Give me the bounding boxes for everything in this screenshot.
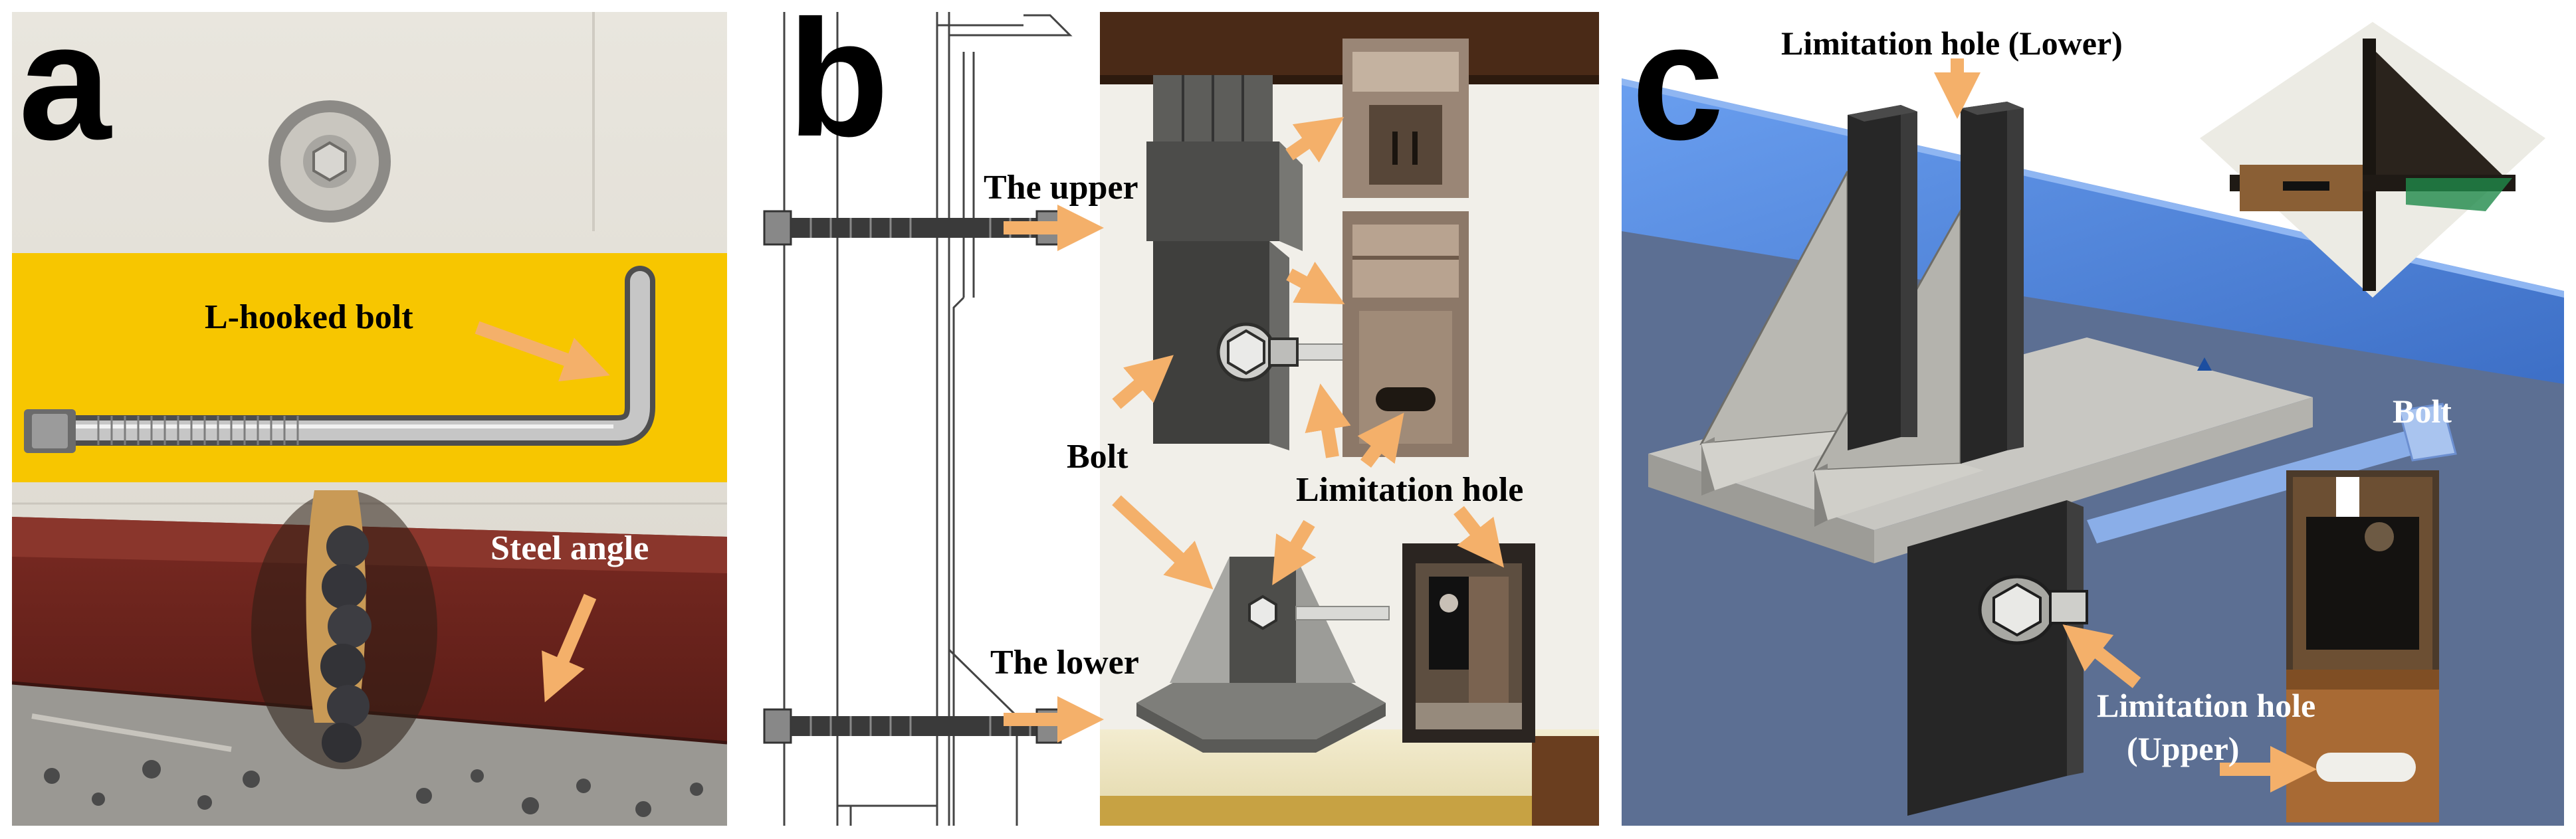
label-bolt: Bolt <box>1067 438 1128 476</box>
upper-bracket-3d <box>1146 75 1393 450</box>
panel-a: a L-hooked bolt Steel angle <box>12 12 727 826</box>
bolt-head-3d <box>1978 575 2088 645</box>
lower-photo-inset <box>1402 543 1535 743</box>
panel-letter-c: c <box>1632 12 1725 174</box>
lower-bracket-3d <box>1136 557 1390 753</box>
highlight-band <box>12 253 727 482</box>
label-limitation-hole: Limitation hole <box>1296 471 1524 509</box>
upper-bolt-3d <box>1216 322 1299 382</box>
panel-b-diagram <box>763 12 1599 826</box>
weld-bead <box>251 490 437 769</box>
label-steel-angle: Steel angle <box>490 529 649 567</box>
label-the-lower: The lower <box>990 644 1139 682</box>
label-limitation-hole-lower: Limitation hole (Lower) <box>1781 25 2123 62</box>
panel-c: c Limitation hole (Lower) Bolt Limitatio… <box>1622 12 2564 826</box>
upper-photo-insets <box>1342 39 1469 457</box>
label-the-upper: The upper <box>984 169 1138 207</box>
l-hooked-bolt <box>24 266 655 453</box>
blue-bolt-rod <box>2087 403 2457 543</box>
panel-c-model <box>1622 12 2564 826</box>
photo-inset-bottom <box>2286 470 2439 822</box>
panel-b-arrows <box>1004 117 1504 743</box>
label-bolt-c: Bolt <box>2393 393 2452 430</box>
panel-letter-b: b <box>788 12 889 171</box>
anchor-washer <box>268 100 391 223</box>
panel-c-arrows <box>1934 58 2317 792</box>
panel-b: b The upper The lower Bolt Limitation ho… <box>738 12 1599 826</box>
vertical-plates-upper <box>1848 102 2024 464</box>
arrow-to-steel-angle <box>542 594 597 703</box>
panel-a-photo <box>12 12 727 826</box>
panel-letter-a: a <box>19 12 112 174</box>
label-l-hooked-bolt: L-hooked bolt <box>205 298 413 336</box>
label-limitation-hole-upper-line1: Limitation hole <box>2097 687 2316 724</box>
vertical-plate-lower <box>1907 500 2067 816</box>
slag-dots <box>44 760 703 817</box>
arrow-to-bolt <box>475 321 610 382</box>
photo-inset-top <box>2200 22 2545 298</box>
label-limitation-hole-upper-line2: (Upper) <box>2127 730 2240 767</box>
